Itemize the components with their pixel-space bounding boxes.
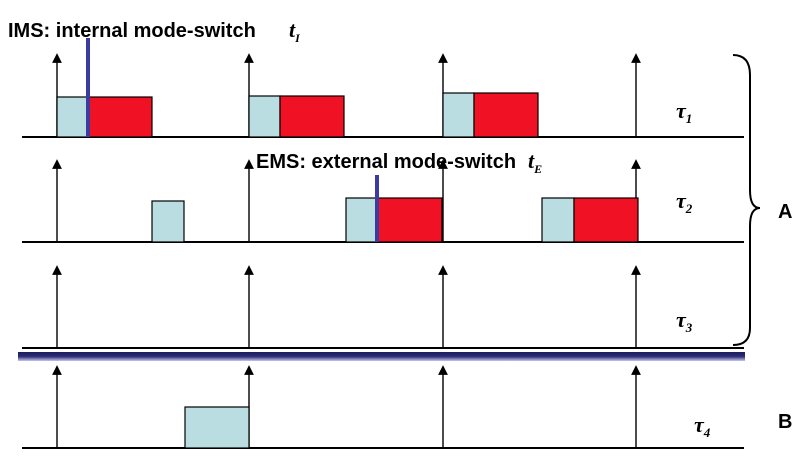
ims-annotation-label: IMS: internal mode-switch [8, 20, 256, 42]
lo-mode-job [151, 200, 185, 243]
lo-mode-job [541, 197, 575, 243]
hi-mode-job [377, 197, 443, 243]
ems-annotation-label: EMS: external mode-switch [256, 151, 516, 173]
lo-mode-job [248, 95, 281, 138]
criticality-separator [18, 352, 745, 361]
group-b-label: B [778, 411, 792, 433]
lo-mode-job [345, 197, 379, 243]
ems-time-symbol: tE [528, 148, 542, 176]
lo-mode-job [56, 96, 89, 138]
task-label-tau3: τ3 [676, 307, 693, 335]
hi-mode-job [573, 197, 639, 243]
lo-mode-job [442, 92, 475, 138]
ims-time-symbol: tI [289, 17, 301, 45]
lo-mode-job [184, 406, 250, 449]
task-label-tau1: τ1 [676, 98, 692, 126]
hi-mode-job [279, 95, 345, 138]
group-a-brace [732, 54, 761, 346]
task-row-tau4: τ4 [22, 365, 744, 449]
task-label-tau2: τ2 [676, 188, 693, 216]
task-row-tau2: τ2 [22, 159, 744, 243]
task-label-tau4: τ4 [694, 412, 711, 440]
task-row-tau3: τ3 [22, 265, 744, 349]
task-row-tau1: τ1 [22, 38, 744, 138]
hi-mode-job [473, 92, 539, 138]
group-a-label: A [778, 201, 792, 223]
hi-mode-job [87, 96, 153, 138]
